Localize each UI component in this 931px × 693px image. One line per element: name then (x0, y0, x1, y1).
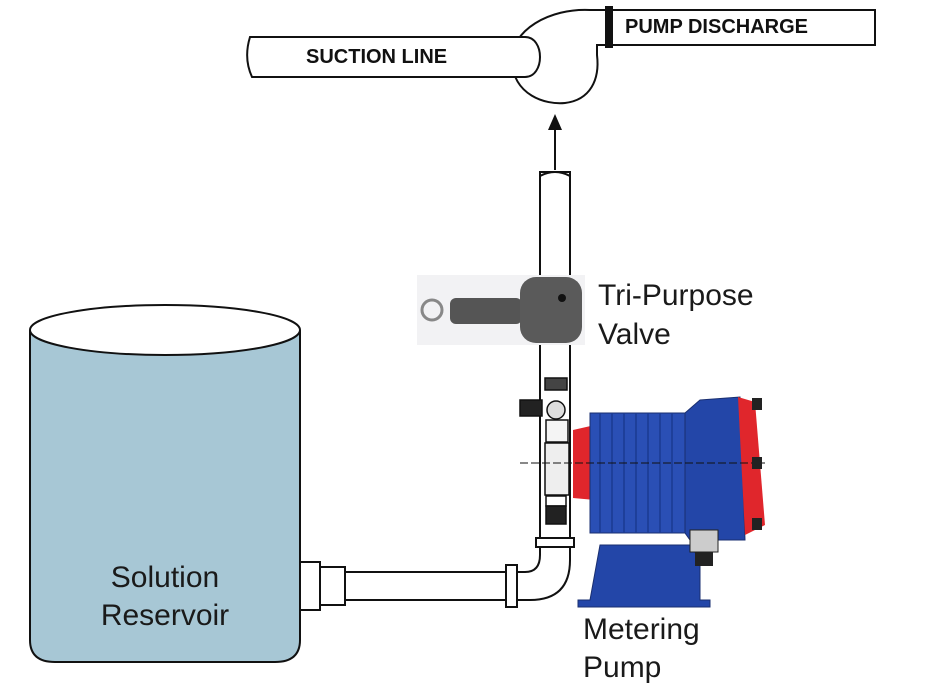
pump-volute (510, 8, 605, 105)
reservoir-label-line1: Solution (110, 561, 220, 594)
pump-label-line2: Pump (583, 651, 662, 684)
valve-label-line1: Tri-Purpose (598, 279, 754, 312)
flow-arrow-icon (548, 114, 562, 170)
pump-label-line1: Metering (583, 613, 700, 646)
reservoir-label-line2: Reservoir (100, 599, 230, 632)
metering-pump-image (520, 396, 765, 608)
valve-label-line2: Valve (598, 318, 671, 351)
suction-line-label: SUCTION LINE (306, 46, 448, 68)
tri-purpose-valve-image (417, 275, 585, 345)
reservoir-outlet-pipe (299, 537, 575, 611)
pump-discharge-label: PUMP DISCHARGE (625, 16, 808, 38)
foot-valve-fittings (519, 377, 570, 525)
suction-line-pipe (246, 36, 541, 78)
solution-reservoir-tank (29, 304, 301, 663)
discharge-pipe (605, 6, 876, 48)
